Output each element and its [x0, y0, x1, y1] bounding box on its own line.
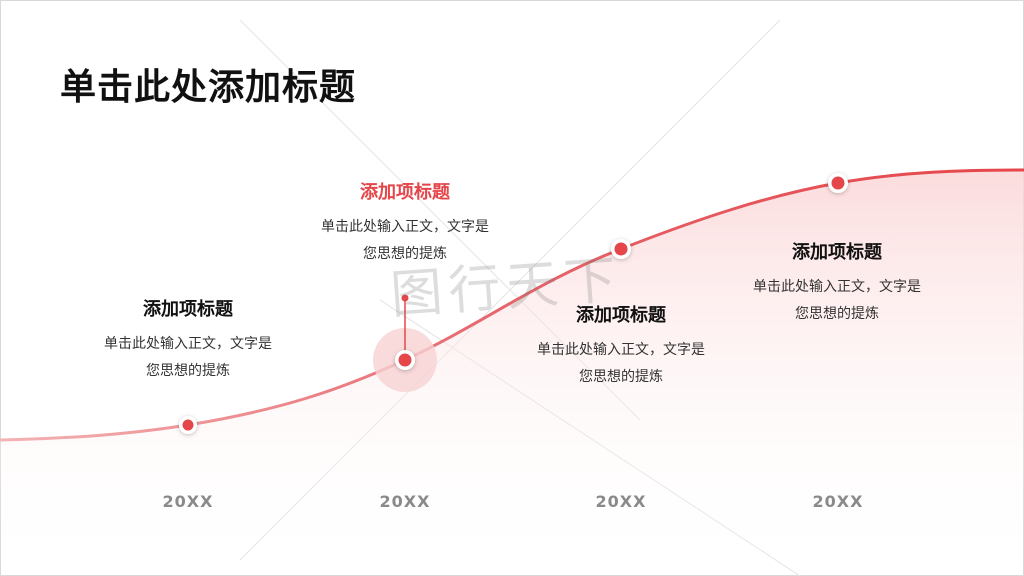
timeline-item-4[interactable]: 添加项标题 单击此处输入正文，文字是 您思想的提炼 — [717, 238, 957, 328]
curve-fill — [0, 170, 1024, 576]
item-text-line2: 您思想的提炼 — [579, 369, 663, 385]
item-text-line1: 单击此处输入正文，文字是 — [321, 219, 489, 235]
timeline-item-3[interactable]: 添加项标题 单击此处输入正文，文字是 您思想的提炼 — [501, 301, 741, 391]
year-label: 20XX — [812, 492, 864, 511]
item-text-line2: 您思想的提炼 — [146, 363, 230, 379]
item-text-line2: 您思想的提炼 — [363, 246, 447, 262]
timeline-item-2[interactable]: 添加项标题 单击此处输入正文，文字是 您思想的提炼 — [285, 178, 525, 268]
item-heading: 添加项标题 — [576, 305, 666, 326]
item-heading: 添加项标题 — [143, 299, 233, 320]
pointer-dot — [401, 294, 409, 302]
slide-title[interactable]: 单击此处添加标题 — [60, 67, 357, 108]
item-text-line1: 单击此处输入正文，文字是 — [753, 279, 921, 295]
year-label: 20XX — [379, 492, 431, 511]
year-label: 20XX — [595, 492, 647, 511]
item-heading: 添加项标题 — [360, 182, 450, 203]
timeline-item-1[interactable]: 添加项标题 单击此处输入正文，文字是 您思想的提炼 — [68, 295, 308, 385]
item-heading: 添加项标题 — [792, 242, 882, 263]
year-label: 20XX — [162, 492, 214, 511]
item-text-line1: 单击此处输入正文，文字是 — [537, 342, 705, 358]
item-text-line2: 您思想的提炼 — [795, 306, 879, 322]
item-text-line1: 单击此处输入正文，文字是 — [104, 336, 272, 352]
